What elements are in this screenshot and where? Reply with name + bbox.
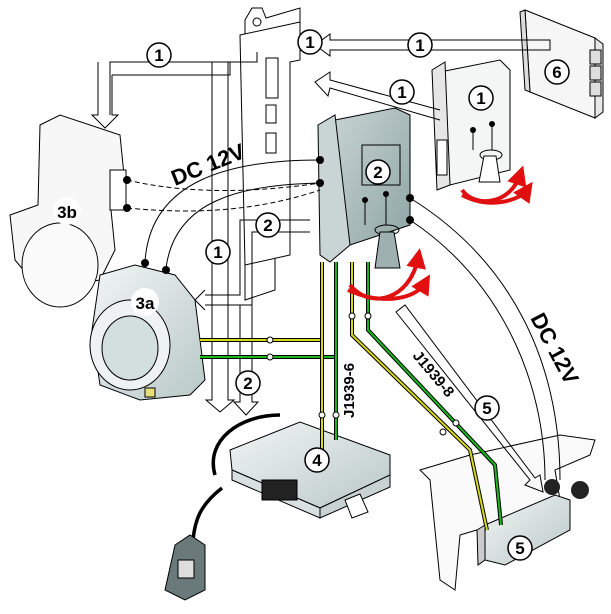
callout-1-top-center: 1 [297,29,323,55]
svg-text:1: 1 [476,89,485,108]
svg-text:3a: 3a [136,294,155,313]
svg-text:3b: 3b [57,203,77,222]
svg-text:1: 1 [397,83,406,102]
callout-1-mid-arrow: 1 [389,79,415,105]
svg-text:1: 1 [213,243,222,262]
j1939-bus [200,262,503,531]
dc-12v-label-right: DC 12V [526,309,584,389]
module-4-box [164,413,391,601]
callout-5-arrow: 5 [474,395,500,421]
dc-power-lines [126,159,561,481]
j1939-6-label: J1939-6 [341,363,358,418]
signal-arrows [90,33,551,493]
rotation-arrows [347,165,533,301]
callouts: 1 1 1 1 1 6 2 2 [53,29,570,561]
dc-12v-label-left: DC 12V [168,138,249,190]
callout-1-top-left: 1 [146,42,172,68]
callout-2-lower: 2 [235,370,261,396]
callout-1-top-right: 1 [407,32,433,58]
callout-3a: 3a [131,288,159,316]
svg-text:1: 1 [415,36,424,55]
callout-1-vertical: 1 [205,239,231,265]
j1939-8-label: J1939-8 [409,348,457,401]
svg-text:2: 2 [263,216,272,235]
callout-2-module: 2 [365,159,391,185]
sensor-3a [89,259,206,401]
svg-text:4: 4 [312,451,322,470]
svg-text:2: 2 [243,374,252,393]
callout-1-module: 1 [468,85,494,111]
callout-5-module: 5 [507,535,533,561]
callout-2-branch: 2 [255,212,281,238]
module-1-small [431,59,511,191]
module-5-sensor [476,479,589,566]
svg-text:6: 6 [552,63,561,82]
callout-3b: 3b [53,197,81,225]
svg-text:5: 5 [515,539,524,558]
svg-text:2: 2 [373,163,382,182]
svg-text:1: 1 [305,33,314,52]
module-1-main [239,7,301,301]
module-2-receiver [316,107,414,269]
svg-text:1: 1 [154,46,163,65]
callout-6: 6 [544,59,570,85]
callout-4: 4 [304,447,330,473]
svg-text:5: 5 [482,399,491,418]
